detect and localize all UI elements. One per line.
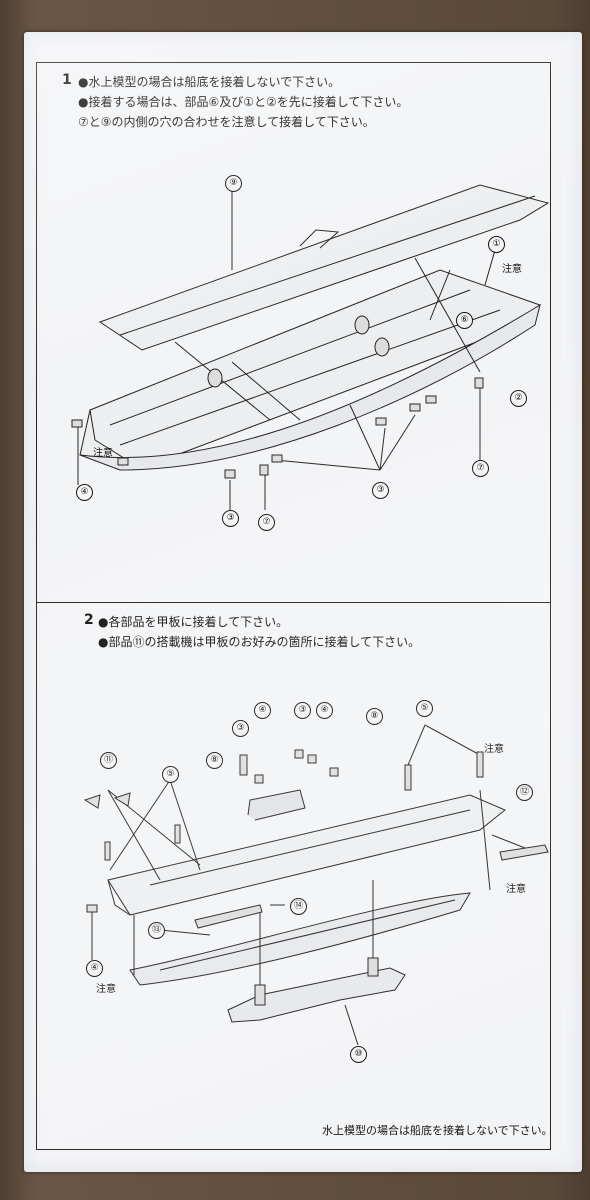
part-7-label-right: ⑦ xyxy=(472,460,489,477)
part-3-label-bottom: ③ xyxy=(222,510,239,527)
part-4-label-b: ④ xyxy=(316,702,333,719)
part-8-label-b: ⑧ xyxy=(366,708,383,725)
caution-label-5: 注意 xyxy=(96,984,116,995)
part-9-label: ⑨ xyxy=(225,175,242,192)
step1-line-1: ●水上模型の場合は船底を接着しないで下さい。 xyxy=(78,75,341,89)
part-4-label-c: ④ xyxy=(86,960,103,977)
part-3-label: ③ xyxy=(372,482,389,499)
step-divider xyxy=(36,602,550,604)
part-12-label: ⑫ xyxy=(516,784,533,801)
step2-number: 2 xyxy=(84,612,94,628)
step2-line-2: ●部品⑪の搭載機は甲板のお好みの箇所に接着して下さい。 xyxy=(98,635,421,649)
footer-note: 水上模型の場合は船底を接着しないで下さい。 xyxy=(322,1124,553,1137)
part-6-label: ⑥ xyxy=(456,312,473,329)
step1-line-2: ●接着する場合は、部品⑥及び①と②を先に接着して下さい。 xyxy=(78,95,409,109)
part-1-label: ① xyxy=(488,236,505,253)
hull-part xyxy=(79,269,542,466)
part-4-label: ④ xyxy=(76,484,93,501)
part-4-label-a: ④ xyxy=(254,702,271,719)
caution-label-1: 注意 xyxy=(502,264,522,275)
step2-line-1: ●各部品を甲板に接着して下さい。 xyxy=(98,615,289,629)
part-10-label: ⑩ xyxy=(350,1046,367,1063)
part-5-label-right: ⑤ xyxy=(416,700,433,717)
part-14-label: ⑭ xyxy=(290,898,307,915)
part-5-label-left: ⑤ xyxy=(162,766,179,783)
part-2-label: ② xyxy=(510,390,527,407)
part-3-label-b: ③ xyxy=(294,702,311,719)
step1-number: 1 xyxy=(62,72,72,88)
part-11-label: ⑪ xyxy=(100,752,117,769)
caution-label-3: 注意 xyxy=(484,744,504,755)
part-7-label-bottom: ⑦ xyxy=(258,514,275,531)
instruction-frame xyxy=(36,62,551,1150)
part-3-label-a: ③ xyxy=(232,720,249,737)
part-13-label: ⑬ xyxy=(148,922,165,939)
caution-label-2: 注意 xyxy=(93,448,113,459)
caution-label-4: 注意 xyxy=(506,884,526,895)
deck-part-9 xyxy=(98,184,550,351)
step1-line-3: ⑦と⑨の内側の穴の合わせを注意して接着して下さい。 xyxy=(78,115,375,129)
part-8-label-a: ⑧ xyxy=(206,752,223,769)
